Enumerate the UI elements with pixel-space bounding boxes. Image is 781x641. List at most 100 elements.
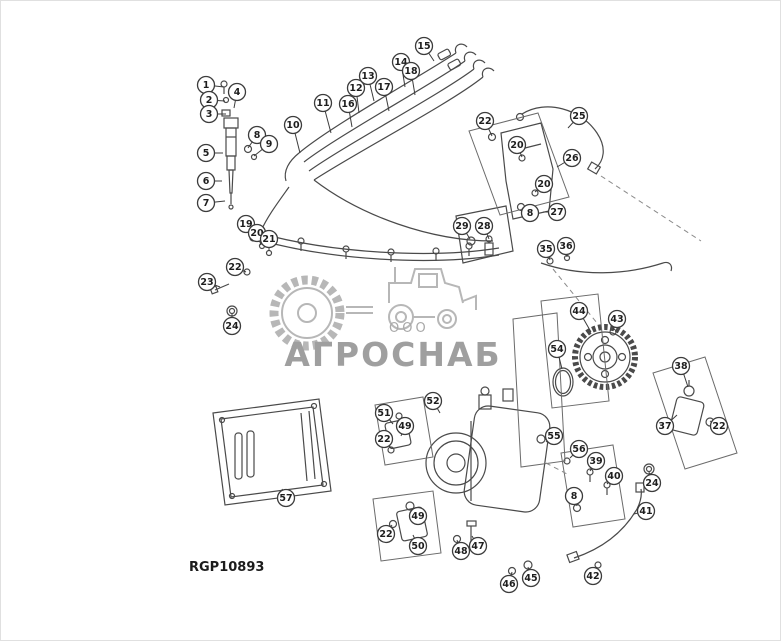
svg-text:20: 20 bbox=[250, 228, 264, 239]
drawing-number: RGP10893 bbox=[189, 560, 264, 575]
callout-18: 18 bbox=[401, 61, 421, 81]
callout-22: 22 bbox=[475, 111, 495, 131]
callout-36: 36 bbox=[556, 236, 576, 256]
callout-29: 29 bbox=[452, 216, 472, 236]
callout-2: 2 bbox=[199, 90, 219, 110]
callout-4: 4 bbox=[227, 82, 247, 102]
svg-text:24: 24 bbox=[645, 478, 659, 489]
svg-text:6: 6 bbox=[203, 176, 210, 187]
svg-text:9: 9 bbox=[266, 139, 273, 150]
watermark-tractor-icon bbox=[346, 267, 477, 330]
callout-22: 22 bbox=[709, 416, 729, 436]
construction-lines bbox=[545, 175, 702, 476]
callout-49: 49 bbox=[408, 506, 428, 526]
svg-text:51: 51 bbox=[377, 408, 390, 419]
callout-26: 26 bbox=[562, 148, 582, 168]
svg-text:37: 37 bbox=[658, 421, 671, 432]
svg-text:52: 52 bbox=[426, 396, 439, 407]
svg-text:45: 45 bbox=[524, 573, 537, 584]
svg-text:41: 41 bbox=[639, 506, 652, 517]
watermark-company-text: АГРОСНАБ bbox=[284, 335, 501, 374]
callout-35: 35 bbox=[536, 239, 556, 259]
injection-lines-drawing bbox=[260, 43, 495, 242]
svg-text:7: 7 bbox=[203, 198, 210, 209]
svg-text:36: 36 bbox=[559, 241, 573, 252]
leak-off-line-drawing bbox=[540, 254, 673, 274]
svg-text:19: 19 bbox=[239, 219, 252, 230]
svg-text:42: 42 bbox=[586, 571, 599, 582]
callout-22: 22 bbox=[374, 429, 394, 449]
svg-text:22: 22 bbox=[478, 116, 491, 127]
fuel-rail-drawing bbox=[258, 232, 500, 262]
callouts: 1234567891011121314151617181920212223242… bbox=[196, 36, 729, 594]
callout-7: 7 bbox=[196, 193, 216, 213]
svg-text:22: 22 bbox=[712, 421, 725, 432]
callout-52: 52 bbox=[423, 391, 443, 411]
svg-text:49: 49 bbox=[398, 421, 411, 432]
callout-15: 15 bbox=[414, 36, 434, 56]
svg-text:29: 29 bbox=[455, 221, 468, 232]
bolt-47-drawing bbox=[452, 520, 477, 544]
svg-text:26: 26 bbox=[565, 153, 579, 164]
callout-51: 51 bbox=[374, 403, 394, 423]
callout-24: 24 bbox=[222, 316, 242, 336]
callout-1: 1 bbox=[196, 75, 216, 95]
callout-48: 48 bbox=[451, 541, 471, 561]
callout-27: 27 bbox=[547, 202, 567, 222]
svg-text:27: 27 bbox=[550, 207, 563, 218]
svg-text:21: 21 bbox=[262, 234, 275, 245]
svg-text:40: 40 bbox=[607, 471, 621, 482]
watermark-cog-icon bbox=[269, 275, 345, 351]
fuel-line-41-drawing bbox=[507, 468, 645, 576]
svg-text:17: 17 bbox=[377, 82, 390, 93]
callout-12: 12 bbox=[346, 78, 366, 98]
oring-54-drawing bbox=[552, 367, 574, 397]
drive-gear-drawing bbox=[572, 324, 638, 390]
svg-text:44: 44 bbox=[572, 306, 586, 317]
mount-bracket-middle-drawing bbox=[455, 205, 514, 264]
svg-text:8: 8 bbox=[527, 208, 534, 219]
svg-text:25: 25 bbox=[572, 111, 585, 122]
callout-10: 10 bbox=[283, 115, 303, 135]
callout-49: 49 bbox=[395, 416, 415, 436]
callout-43: 43 bbox=[607, 309, 627, 329]
svg-text:1: 1 bbox=[203, 80, 210, 91]
callout-9: 9 bbox=[259, 134, 279, 154]
watermark: ООО АГРОСНАБ bbox=[269, 267, 501, 374]
callout-41: 41 bbox=[636, 501, 656, 521]
callout-56: 56 bbox=[569, 439, 589, 459]
svg-text:22: 22 bbox=[377, 434, 390, 445]
callout-16: 16 bbox=[338, 94, 358, 114]
watermark-ooo-text: ООО bbox=[389, 321, 429, 336]
callout-24: 24 bbox=[642, 473, 662, 493]
callout-22: 22 bbox=[225, 257, 245, 277]
callout-46: 46 bbox=[499, 574, 519, 594]
svg-text:12: 12 bbox=[349, 83, 362, 94]
svg-text:43: 43 bbox=[610, 314, 623, 325]
svg-text:35: 35 bbox=[539, 244, 552, 255]
svg-text:46: 46 bbox=[502, 579, 516, 590]
svg-text:48: 48 bbox=[454, 546, 468, 557]
left-hardware-drawing bbox=[209, 234, 273, 317]
svg-text:47: 47 bbox=[471, 541, 484, 552]
callout-8: 8 bbox=[520, 203, 540, 223]
callout-11: 11 bbox=[313, 93, 333, 113]
svg-text:15: 15 bbox=[417, 41, 430, 52]
callout-3: 3 bbox=[199, 104, 219, 124]
callout-40: 40 bbox=[604, 466, 624, 486]
svg-text:57: 57 bbox=[279, 493, 292, 504]
callout-44: 44 bbox=[569, 301, 589, 321]
injector-drawing bbox=[220, 80, 258, 210]
svg-text:13: 13 bbox=[361, 71, 374, 82]
callout-28: 28 bbox=[474, 216, 494, 236]
svg-text:8: 8 bbox=[254, 130, 261, 141]
callout-5: 5 bbox=[196, 143, 216, 163]
callout-55: 55 bbox=[544, 426, 564, 446]
svg-text:38: 38 bbox=[674, 361, 688, 372]
svg-text:14: 14 bbox=[394, 57, 408, 68]
svg-text:10: 10 bbox=[286, 120, 300, 131]
svg-text:28: 28 bbox=[477, 221, 491, 232]
callout-57: 57 bbox=[276, 488, 296, 508]
